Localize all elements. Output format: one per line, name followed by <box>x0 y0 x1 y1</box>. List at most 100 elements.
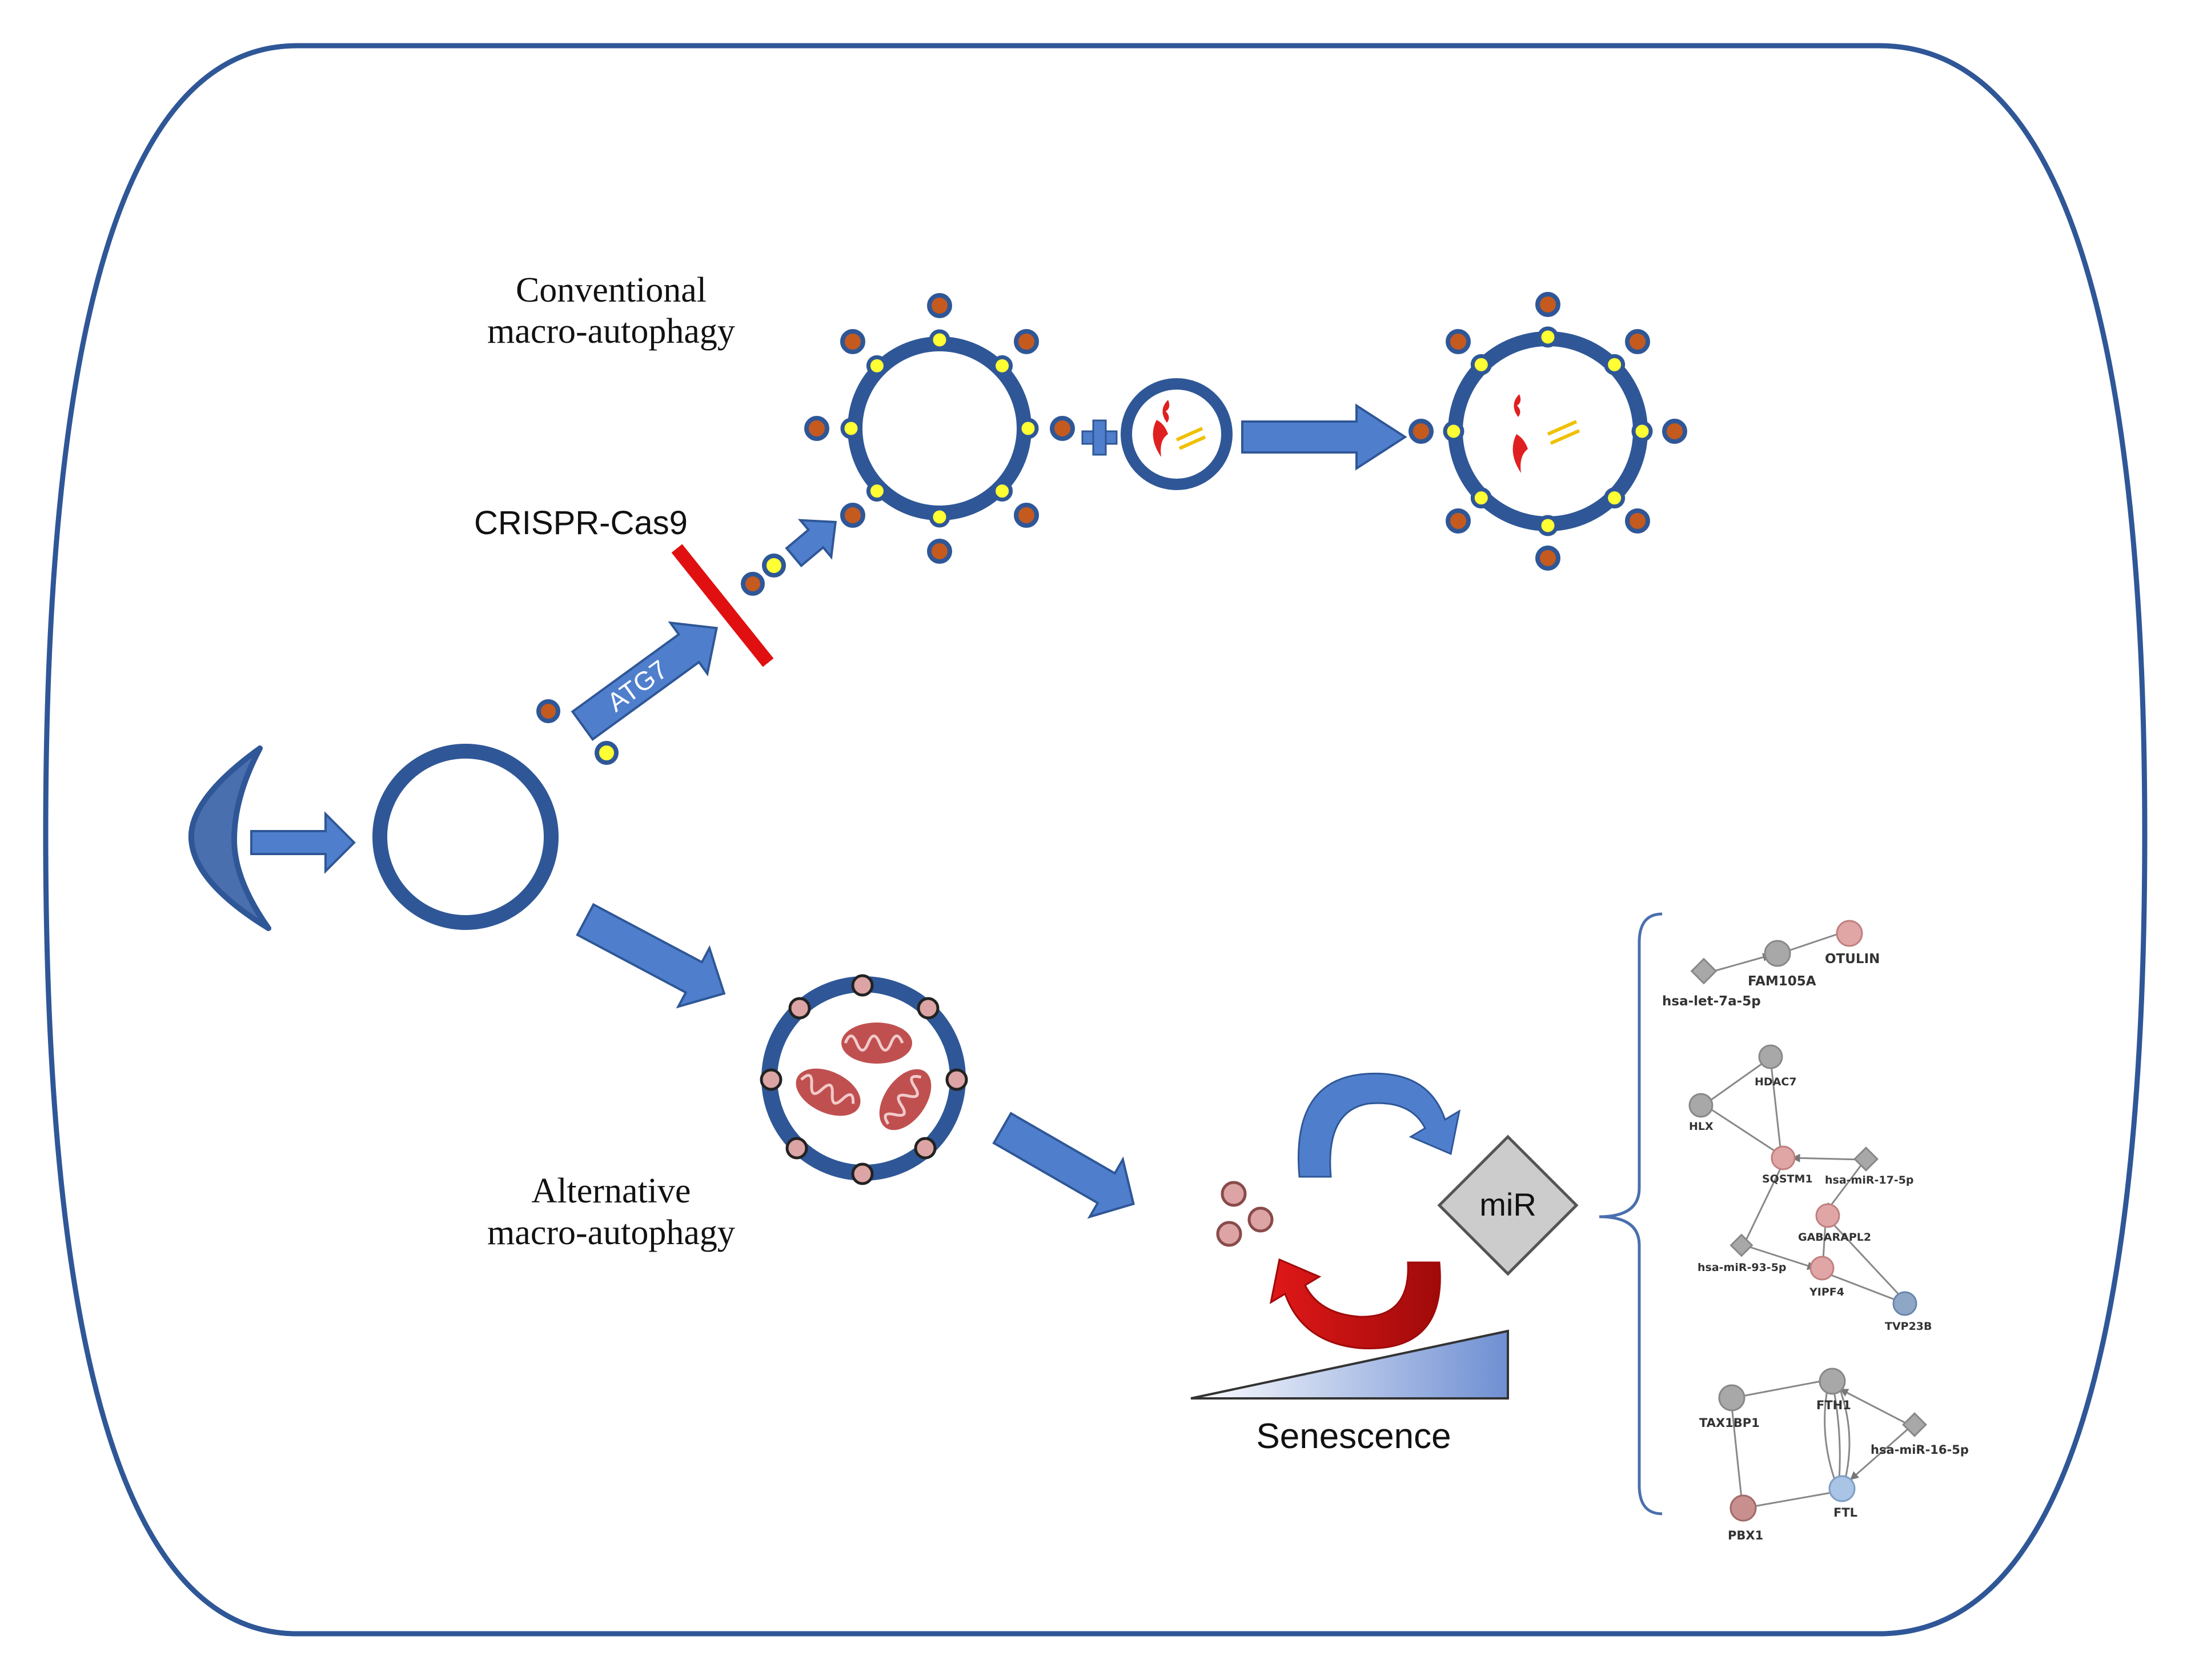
atg-receptor-dot <box>992 355 1013 376</box>
mir-diamond: miR <box>1437 1134 1579 1276</box>
lc3-receptor-dot <box>1662 419 1687 444</box>
mir-label: miR <box>1479 1186 1536 1222</box>
lc3-receptor-dot <box>1446 329 1471 355</box>
lysosome <box>1121 378 1233 490</box>
mitochondrion <box>879 1069 932 1130</box>
mitochondrion <box>841 1023 912 1064</box>
gene-node-pbx1 <box>1729 1494 1757 1522</box>
arrow-to-autolysosome <box>1241 403 1407 471</box>
label-yipf4: YIPF4 <box>1809 1286 1844 1298</box>
alternative-label-line2: macro-autophagy <box>487 1213 735 1252</box>
lc3-receptor-dot <box>1535 292 1560 317</box>
gene-node-ftl <box>1828 1475 1856 1502</box>
atg-dot <box>595 741 619 765</box>
label-ftl: FTL <box>1833 1506 1857 1519</box>
mitophagy-receptor-dot <box>945 1068 968 1091</box>
label-fam105a: FAM105A <box>1748 974 1816 989</box>
senescence-gradient-wedge <box>1190 1329 1509 1400</box>
gene-node-hlx <box>1688 1093 1714 1118</box>
atg-receptor-dot <box>929 506 950 528</box>
network-edges <box>1704 933 1908 1508</box>
red-cycle-arrow <box>1269 1258 1441 1350</box>
mitophagy-receptor-dot <box>914 1137 937 1160</box>
lc3-receptor-dot <box>1446 508 1471 534</box>
atg-receptor-dot <box>1537 515 1559 536</box>
label-hdac7: HDAC7 <box>1755 1076 1797 1088</box>
gene-node-otulin <box>1836 920 1863 947</box>
label-sqstm1: SQSTM1 <box>1762 1173 1813 1185</box>
label-hsa-let-7a-5p: hsa-let-7a-5p <box>1662 994 1761 1009</box>
atg-receptor-dot <box>1537 326 1559 348</box>
gene-node-sqstm1 <box>1771 1145 1796 1170</box>
gene-node-fth1 <box>1819 1368 1846 1395</box>
atg-receptor-dot <box>992 480 1013 502</box>
lc3-receptor-dot <box>927 293 952 318</box>
mitochondrion <box>796 1068 861 1116</box>
gene-node-yipf4 <box>1809 1256 1835 1281</box>
network-bracket <box>1599 912 1663 1515</box>
lc3-receptor-dot <box>1624 329 1650 355</box>
atg-receptor-dot <box>1631 420 1653 442</box>
released-particle <box>1221 1181 1247 1207</box>
network-nodes <box>1688 920 1927 1522</box>
label-fth1: FTH1 <box>1816 1398 1851 1412</box>
atg-receptor-dot <box>1604 487 1626 509</box>
decorated-autophagosome <box>804 293 1075 564</box>
gene-node-tvp23b <box>1892 1291 1917 1316</box>
arrow-to-alternative <box>576 903 726 1009</box>
atg-receptor-dot <box>929 329 950 351</box>
crispr-label: CRISPR-Cas9 <box>474 504 688 542</box>
released-particle <box>1216 1221 1242 1247</box>
mitophagy-receptor-dot <box>785 1137 808 1160</box>
lc3-receptor-dot <box>1050 416 1075 441</box>
autolysosome <box>1409 292 1687 571</box>
atg-receptor-dot <box>1017 418 1039 439</box>
mirna-node-hsa-mir-93-5p <box>1729 1233 1753 1257</box>
mitophagy-receptor-dot <box>760 1068 783 1091</box>
lc3-receptor-dot <box>840 503 865 528</box>
blue-cycle-arrow <box>1297 1072 1461 1178</box>
alternative-label-line1: Alternative <box>532 1172 691 1210</box>
mitophagy-receptor-dot <box>851 1162 874 1185</box>
label-hsa-mir-93-5p: hsa-miR-93-5p <box>1698 1261 1787 1274</box>
gene-node-fam105a <box>1764 940 1791 967</box>
atg-dot <box>762 554 786 578</box>
lc3-dot <box>741 572 765 596</box>
label-hsa-mir-16-5p: hsa-miR-16-5p <box>1871 1443 1969 1457</box>
mirna-node-hsa-mir-17-5p <box>1853 1146 1879 1172</box>
lc3-receptor-dot <box>804 416 829 441</box>
label-tvp23b: TVP23B <box>1885 1320 1932 1333</box>
gene-node-hdac7 <box>1758 1044 1783 1069</box>
mirna-node-hsa-let-7a-5p <box>1690 957 1718 985</box>
conventional-label-line2: macro-autophagy <box>487 312 735 351</box>
lc3-receptor-dot <box>840 328 865 354</box>
mirna-node-hsa-mir-16-5p <box>1902 1412 1927 1437</box>
mitophagy-receptor-dot <box>851 974 874 997</box>
mitophagy-receptor-dot <box>917 997 940 1020</box>
cell-membrane-outline <box>43 43 2148 1637</box>
label-hsa-mir-17-5p: hsa-miR-17-5p <box>1825 1174 1914 1186</box>
lc3-receptor-dot <box>1014 503 1040 528</box>
gene-node-tax1bp1 <box>1718 1384 1745 1412</box>
atg7-arrow: ATG7 <box>571 621 719 741</box>
atg-receptor-dot <box>1470 354 1492 375</box>
lc3-receptor-dot <box>927 539 952 564</box>
label-otulin: OTULIN <box>1825 952 1880 967</box>
lc3-receptor-dot <box>1014 328 1040 354</box>
mitophagy-receptor-dot <box>788 997 811 1020</box>
label-pbx1: PBX1 <box>1728 1529 1763 1542</box>
atg-receptor-dot <box>866 355 888 376</box>
lc3-receptor-dot <box>1409 419 1434 444</box>
arrow-phagophore-to-vesicle <box>250 811 356 874</box>
network-labels: hsa-let-7a-5p FAM105A OTULIN HDAC7 HLX S… <box>1662 952 1969 1542</box>
atg-receptor-dot <box>840 418 862 439</box>
senescence-label: Senescence <box>1256 1417 1451 1456</box>
released-particle <box>1247 1206 1274 1233</box>
phagophore-membrane <box>188 745 271 931</box>
label-gabarapl2: GABARAPL2 <box>1798 1231 1871 1244</box>
atg-receptor-dot <box>866 480 888 502</box>
label-hlx: HLX <box>1689 1120 1714 1133</box>
crispr-block-bar <box>671 544 774 667</box>
small-arrow-to-autophagosome <box>785 519 837 568</box>
